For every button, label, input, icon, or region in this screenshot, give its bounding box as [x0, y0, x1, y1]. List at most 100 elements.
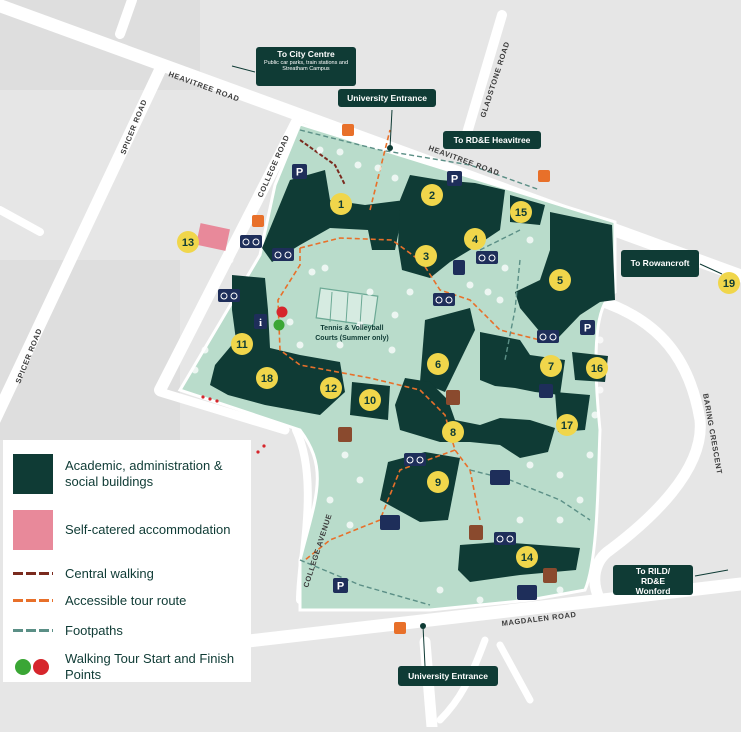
sign-rild: To RILD/ RD&E Wonford: [613, 565, 693, 595]
building-marker-circle: [427, 353, 449, 375]
sign-rde-heavitree: To RD&E Heavitree: [443, 131, 541, 149]
building-marker-11: 11: [231, 333, 253, 355]
building-marker-circle: [464, 228, 486, 250]
building-marker-6: 6: [427, 353, 449, 375]
building-marker-number: 10: [364, 395, 376, 407]
accessible-parking-icon: [380, 470, 537, 600]
building-marker-13: 13: [177, 231, 199, 253]
legend-label-tour-points: Walking Tour Start and Finish Points: [65, 651, 235, 682]
building-marker-5: 5: [549, 269, 571, 291]
svg-text:P: P: [296, 167, 303, 179]
svg-text:i: i: [259, 317, 262, 329]
bus-icon: [252, 124, 550, 634]
tour-finish-point: [276, 306, 288, 318]
legend-item-accessible-route: Accessible tour route: [13, 593, 186, 609]
svg-text:P: P: [337, 581, 344, 593]
building-13: [196, 223, 230, 251]
building-marker-number: 1: [338, 199, 344, 211]
building-marker-number: 9: [435, 477, 441, 489]
building-marker-number: 18: [261, 373, 273, 385]
building-marker-number: 15: [515, 207, 527, 219]
legend-label-buildings: Academic, administration & social buildi…: [65, 458, 223, 489]
building-marker-circle: [556, 414, 578, 436]
tour-start-point: [273, 319, 285, 331]
building-marker-circle: [586, 357, 608, 379]
wheelchair-icon: [338, 390, 557, 583]
building-marker-circle: [516, 546, 538, 568]
tennis-courts: [315, 287, 379, 327]
svg-text:P: P: [451, 174, 458, 186]
cutlery-icon: [453, 260, 465, 275]
parking-icon: P: [292, 164, 307, 179]
legend-item-buildings: Academic, administration & social buildi…: [13, 454, 245, 494]
map-legend: Academic, administration & social buildi…: [3, 440, 251, 682]
building-marker-3: 3: [415, 245, 437, 267]
building-marker-17: 17: [556, 414, 578, 436]
building-marker-14: 14: [516, 546, 538, 568]
building-marker-9: 9: [427, 471, 449, 493]
info-icon: i: [254, 314, 267, 329]
building-marker-circle: [177, 231, 199, 253]
building-marker-circle: [359, 389, 381, 411]
building-marker-number: 13: [182, 237, 194, 249]
building-marker-2: 2: [421, 184, 443, 206]
building-marker-number: 14: [521, 552, 534, 564]
building-marker-number: 8: [450, 427, 456, 439]
gate-markers: [201, 395, 266, 454]
building-marker-8: 8: [442, 421, 464, 443]
building-marker-7: 7: [540, 355, 562, 377]
legend-swatch-tour-points: [13, 658, 53, 675]
building-marker-10: 10: [359, 389, 381, 411]
building-marker-number: 12: [325, 383, 337, 395]
building-marker-number: 4: [472, 234, 479, 246]
legend-swatch-accessible-route: [13, 599, 53, 603]
building-marker-circle: [330, 193, 352, 215]
building-marker-number: 19: [723, 278, 735, 290]
legend-swatch-buildings: [13, 454, 53, 494]
map-symbols: P P P P i: [201, 124, 595, 634]
sign-university-entrance-bottom: University Entrance: [398, 666, 498, 686]
building-marker-number: 5: [557, 275, 563, 287]
legend-swatch-footpaths: [13, 629, 53, 633]
svg-text:P: P: [584, 323, 591, 335]
leader-lines: [231, 65, 729, 667]
trees: [191, 146, 604, 604]
building-marker-circle: [320, 377, 342, 399]
building-marker-number: 7: [548, 361, 554, 373]
building-marker-circle: [540, 355, 562, 377]
legend-item-self-catered: Self-catered accommodation: [13, 510, 230, 550]
building-marker-circle: [421, 184, 443, 206]
building-marker-circle: [231, 333, 253, 355]
sign-rde-heavitree-label: To RD&E Heavitree: [453, 135, 531, 145]
building-marker-circle: [718, 272, 740, 294]
central-walking-route: [299, 139, 346, 186]
building-marker-16: 16: [586, 357, 608, 379]
sign-university-entrance-top-label: University Entrance: [347, 93, 427, 103]
building-marker-circle: [549, 269, 571, 291]
baby-change-icon: [539, 384, 553, 398]
sign-city-centre: To City Centre Public car parks, train s…: [256, 47, 356, 86]
building-marker-number: 16: [591, 363, 603, 375]
building-marker-15: 15: [510, 201, 532, 223]
sign-university-entrance-bottom-label: University Entrance: [408, 671, 488, 681]
legend-label-self-catered: Self-catered accommodation: [65, 522, 231, 538]
legend-item-central-walking: Central walking: [13, 566, 154, 582]
building-marker-number: 6: [435, 359, 441, 371]
sign-city-centre-title: To City Centre: [277, 49, 335, 59]
legend-finish-dot: [33, 658, 49, 675]
building-marker-1: 1: [330, 193, 352, 215]
parking-icon: P: [580, 320, 595, 335]
parking-icon: P: [333, 578, 348, 593]
sign-university-entrance-top: University Entrance: [338, 89, 436, 107]
legend-label-footpaths: Footpaths: [65, 623, 123, 638]
building-marker-12: 12: [320, 377, 342, 399]
sign-rild-label: To RILD/ RD&E Wonford: [635, 566, 671, 596]
building-marker-18: 18: [256, 367, 278, 389]
sign-city-centre-sub: Public car parks, train stations and Str…: [263, 59, 349, 73]
legend-swatch-central-walking: [13, 572, 53, 576]
building-marker-4: 4: [464, 228, 486, 250]
